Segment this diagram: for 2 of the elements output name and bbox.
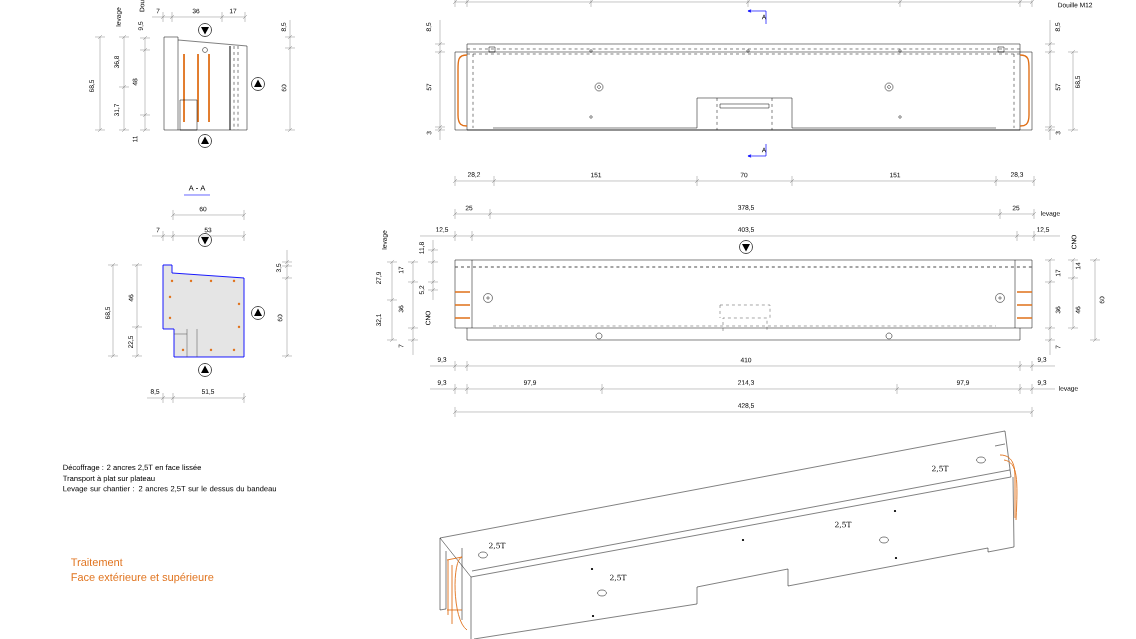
treatment-note: Face extérieure et supérieure (71, 572, 214, 584)
treatment-note: Traitement (71, 557, 123, 566)
